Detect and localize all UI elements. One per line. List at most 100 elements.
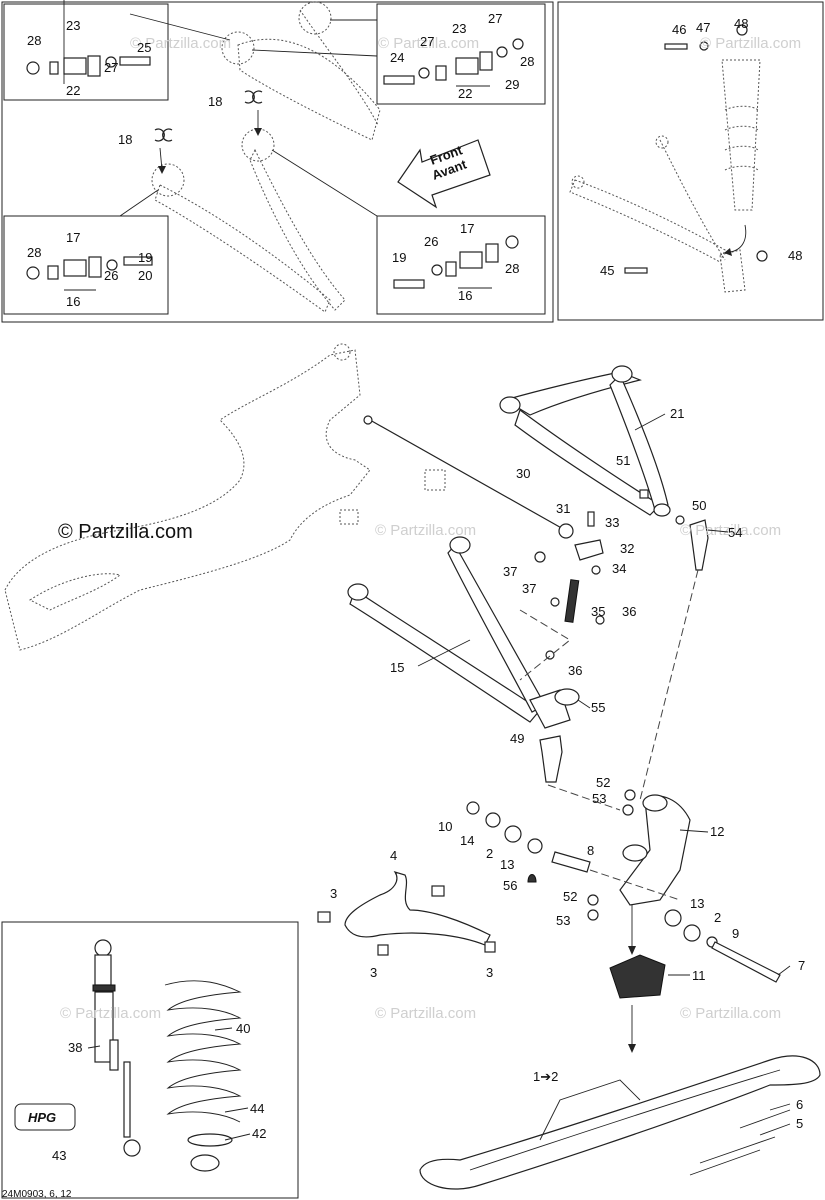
detail-box-top-right — [376, 3, 546, 105]
watermark: © Partzilla.com — [680, 1005, 781, 1022]
sway-bar-30 — [369, 419, 566, 531]
link-35 — [564, 579, 580, 623]
leader-lines — [63, 0, 791, 1141]
bushing-hardware-top-left — [26, 55, 151, 77]
callout-27: 27 — [488, 11, 502, 26]
chassis-outline — [4, 343, 446, 651]
callout-14: 14 — [460, 833, 474, 848]
callout-29: 29 — [505, 77, 519, 92]
lower-a-arm-15 — [347, 536, 571, 729]
callout-17: 17 — [66, 230, 80, 245]
callout-33: 33 — [605, 515, 619, 530]
callout-38: 38 — [68, 1040, 82, 1055]
callout-54: 54 — [728, 525, 742, 540]
upper-a-arm-outline — [151, 1, 381, 313]
callout-16: 16 — [458, 288, 472, 303]
callout-53: 53 — [592, 791, 606, 806]
watermark: © Partzilla.com — [60, 1005, 161, 1022]
watermark: © Partzilla.com — [700, 35, 801, 52]
callout-24: 24 — [390, 50, 404, 65]
callout-16: 16 — [66, 294, 80, 309]
tie-rod-end-54 — [689, 519, 709, 571]
clip-18-upper — [244, 90, 263, 104]
clip-18-lower — [154, 128, 173, 142]
callout-37: 37 — [522, 581, 536, 596]
bushing-hardware-top-right — [383, 38, 524, 85]
callout-55: 55 — [591, 700, 605, 715]
ski-handle-4 — [317, 870, 496, 956]
callout-40: 40 — [236, 1021, 250, 1036]
upper-a-arm-21 — [499, 365, 671, 517]
callout-4: 4 — [390, 848, 397, 863]
callout-20: 20 — [138, 268, 152, 283]
callout-50: 50 — [692, 498, 706, 513]
ball-joint-49 — [539, 735, 563, 783]
callout-43: 43 — [52, 1148, 66, 1163]
bushing-hardware-bottom-right — [393, 235, 519, 289]
diagram-reference: 24M0903, 6, 12 — [2, 1189, 72, 1200]
callout-52: 52 — [563, 889, 577, 904]
callout-28: 28 — [27, 245, 41, 260]
watermark: © Partzilla.com — [130, 35, 231, 52]
callout-36: 36 — [622, 604, 636, 619]
callout-19: 19 — [392, 250, 406, 265]
watermark: © Partzilla.com — [680, 522, 781, 539]
damper-11 — [609, 954, 666, 999]
callout-23: 23 — [452, 21, 466, 36]
callout-7: 7 — [798, 958, 805, 973]
detail-callout-lines — [119, 13, 378, 217]
callout-32: 32 — [620, 541, 634, 556]
callout-44: 44 — [250, 1101, 264, 1116]
callout-18: 18 — [118, 132, 132, 147]
callout-1-2: 1➔2 — [533, 1069, 558, 1084]
hpg-logo: HPG — [14, 1103, 76, 1131]
callout-13: 13 — [690, 896, 704, 911]
assembly-dash-lines — [519, 569, 699, 901]
callout-42: 42 — [252, 1126, 266, 1141]
callout-19: 19 — [138, 250, 152, 265]
bushing-hardware-bottom-left — [26, 256, 153, 280]
callout-25: 25 — [137, 40, 151, 55]
callout-15: 15 — [390, 660, 404, 675]
callout-18: 18 — [208, 94, 222, 109]
shock-mount-inset-frame — [557, 1, 824, 321]
callout-36: 36 — [568, 663, 582, 678]
boot-55 — [554, 688, 580, 706]
callout-10: 10 — [438, 819, 452, 834]
callout-22: 22 — [66, 83, 80, 98]
callout-31: 31 — [556, 501, 570, 516]
callout-3: 3 — [486, 965, 493, 980]
callout-8: 8 — [587, 843, 594, 858]
callout-2: 2 — [714, 910, 721, 925]
hpg-logo-text: HPG — [28, 1110, 56, 1125]
callout-45: 45 — [600, 263, 614, 278]
callout-28: 28 — [520, 54, 534, 69]
shock-inset-drawing — [569, 24, 768, 293]
callout-6: 6 — [796, 1097, 803, 1112]
callout-49: 49 — [510, 731, 524, 746]
callout-12: 12 — [710, 824, 724, 839]
callout-46: 46 — [672, 22, 686, 37]
callout-51: 51 — [616, 453, 630, 468]
front-direction-badge — [397, 139, 491, 209]
shock-spring-inset-frame — [1, 921, 299, 1199]
callout-30: 30 — [516, 466, 530, 481]
watermark-main: © Partzilla.com — [58, 521, 193, 543]
callout-3: 3 — [370, 965, 377, 980]
detail-box-top-left — [3, 3, 169, 101]
ski-1 — [419, 1055, 821, 1190]
callout-labels: 23 28 25 27 22 23 27 27 24 28 29 22 18 1… — [27, 11, 805, 1163]
callout-22: 22 — [458, 86, 472, 101]
callout-13: 13 — [500, 857, 514, 872]
callout-52: 52 — [596, 775, 610, 790]
callout-2: 2 — [486, 846, 493, 861]
callout-11: 11 — [692, 968, 706, 983]
callout-56: 56 — [503, 878, 517, 893]
callout-35: 35 — [591, 604, 605, 619]
callout-34: 34 — [612, 561, 626, 576]
callout-23: 23 — [66, 18, 80, 33]
callout-48: 48 — [734, 16, 748, 31]
callout-26: 26 — [104, 268, 118, 283]
callout-5: 5 — [796, 1116, 803, 1131]
